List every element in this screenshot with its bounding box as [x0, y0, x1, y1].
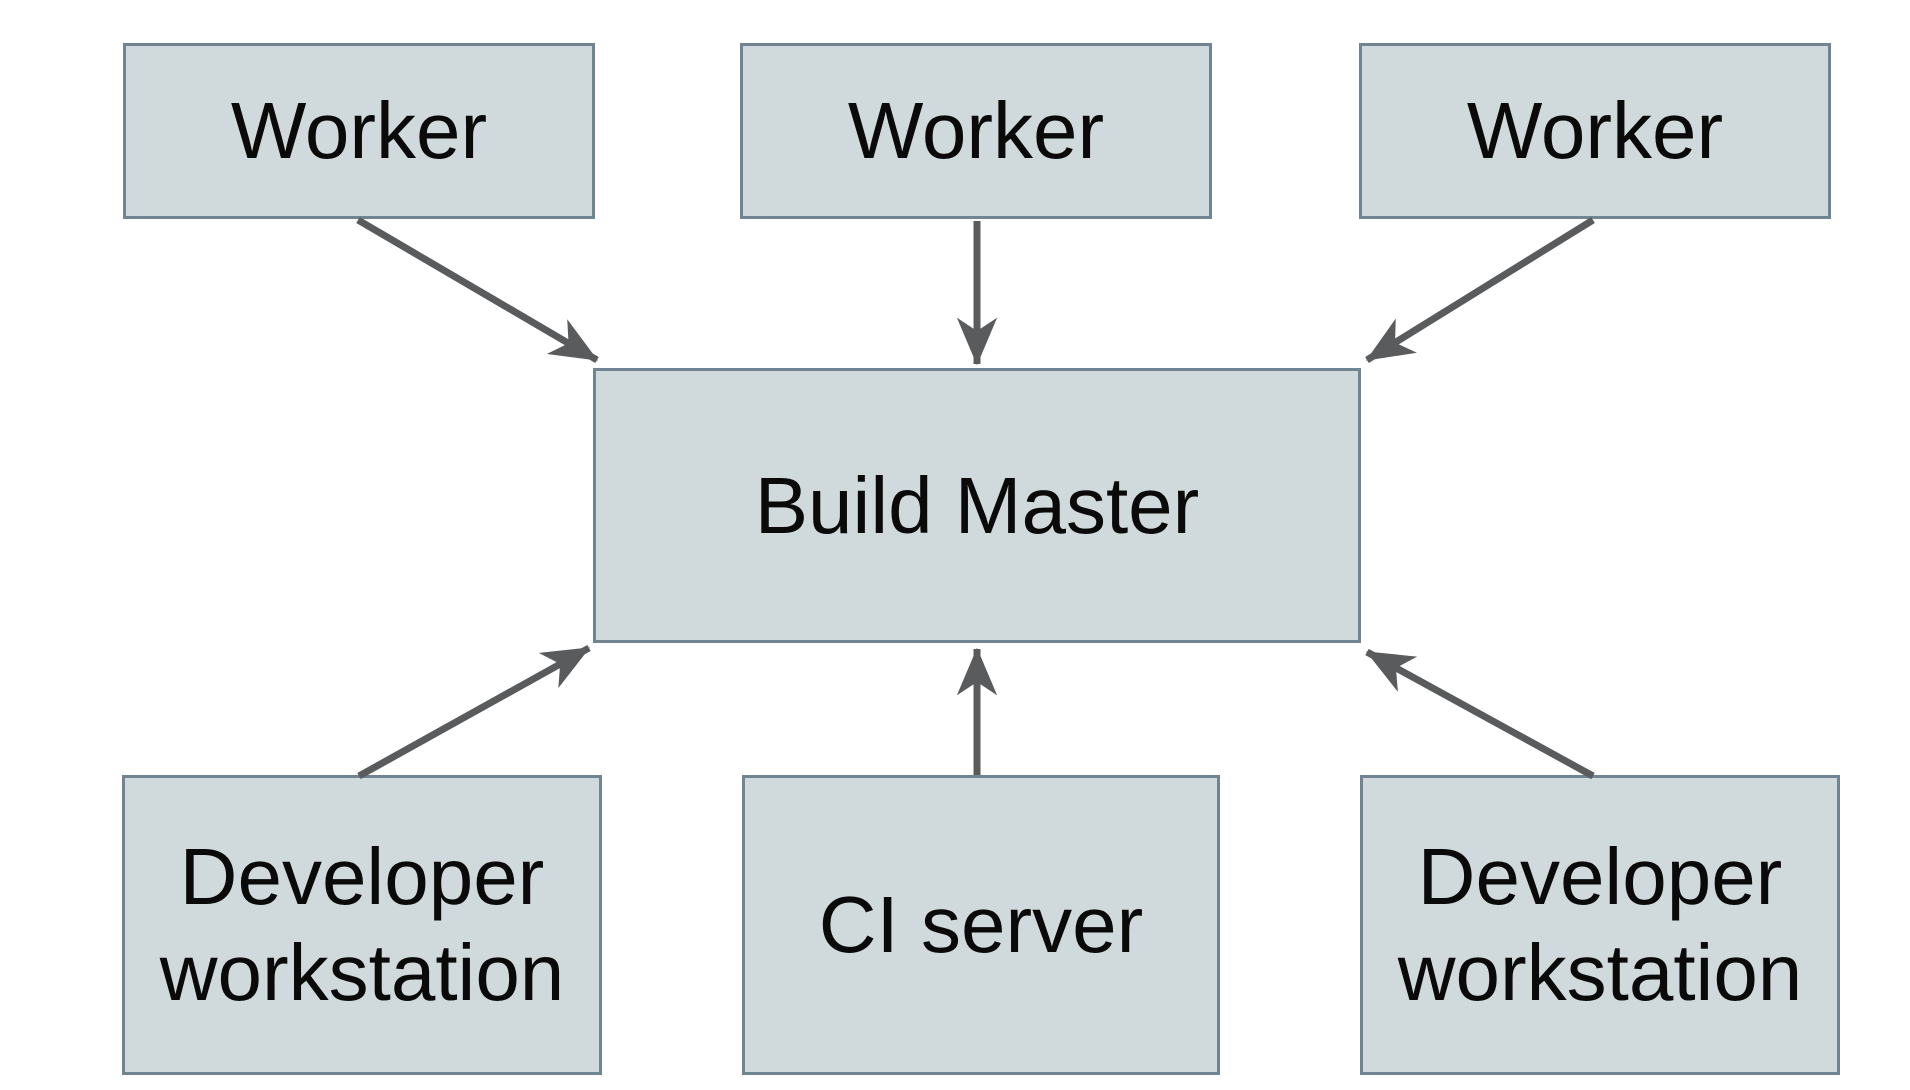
edge-dev-ws-right-to-build-master — [1365, 648, 1595, 780]
edge-worker-3-to-build-master — [1365, 217, 1595, 363]
node-worker-3-label: Worker — [1466, 86, 1724, 175]
node-developer-workstation-right: Developer workstation — [1360, 775, 1840, 1075]
node-developer-workstation-right-label: Developer workstation — [1397, 832, 1803, 1017]
edge-dev-ws-left-to-build-master — [357, 644, 591, 780]
node-developer-workstation-left-label: Developer workstation — [159, 832, 565, 1017]
node-worker-2-label: Worker — [847, 86, 1105, 175]
node-build-master-label: Build Master — [754, 460, 1200, 550]
node-worker-2: Worker — [740, 43, 1212, 219]
edge-worker-1-to-build-master — [356, 216, 599, 364]
node-developer-workstation-left: Developer workstation — [122, 775, 602, 1075]
node-build-master: Build Master — [593, 368, 1361, 643]
node-worker-1-label: Worker — [230, 86, 488, 175]
node-worker-1: Worker — [123, 43, 595, 219]
node-ci-server: CI server — [742, 775, 1220, 1075]
node-ci-server-label: CI server — [818, 880, 1144, 969]
node-worker-3: Worker — [1359, 43, 1831, 219]
